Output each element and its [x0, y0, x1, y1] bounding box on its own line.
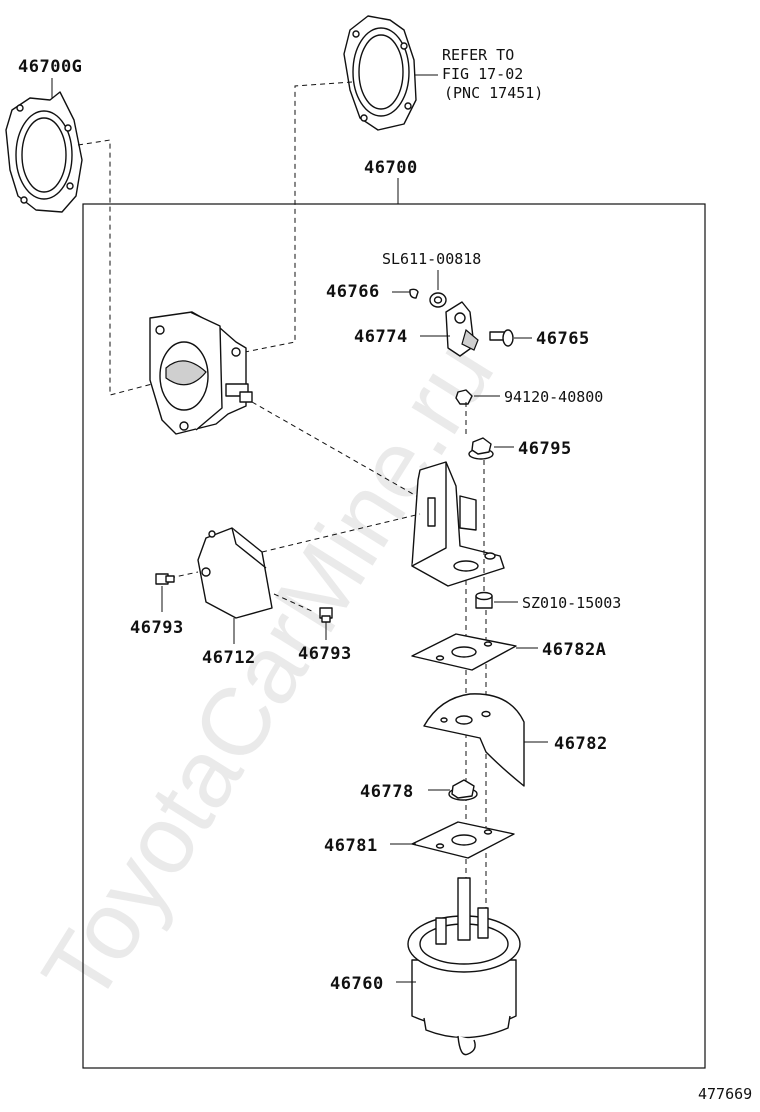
- label-sz010: SZ010-15003: [522, 594, 621, 612]
- actuator-46760: [407, 877, 521, 1056]
- valve-body: [149, 311, 253, 435]
- pin-46766: [409, 288, 419, 299]
- gasket-46700G: [5, 91, 83, 213]
- dash-46700G: [77, 139, 161, 396]
- diagram-id: 477669: [698, 1085, 752, 1103]
- cover-46712: [197, 527, 273, 619]
- label-46793-right: 46793: [298, 644, 352, 664]
- ref-line3: (PNC 17451): [444, 84, 543, 102]
- watermark-text: ToyotaCarMine.ru: [22, 322, 514, 1021]
- label-46700: 46700: [364, 158, 418, 178]
- label-46778: 46778: [360, 782, 414, 802]
- collar-sz010: [475, 591, 493, 609]
- ref-line2: FIG 17-02: [442, 65, 523, 83]
- nut-46795: [468, 437, 494, 460]
- label-46793-left: 46793: [130, 618, 184, 638]
- label-46781: 46781: [324, 836, 378, 856]
- nut-94120: [455, 389, 473, 405]
- label-46765: 46765: [536, 329, 590, 349]
- nut-46778: [448, 779, 478, 801]
- label-46795: 46795: [518, 439, 572, 459]
- assembly-frame: [82, 203, 706, 1069]
- label-sl611: SL611-00818: [382, 250, 481, 268]
- screw-46793-right: [319, 607, 333, 623]
- gasket-ref-17-02: [343, 15, 417, 131]
- insulator-46782: [423, 693, 525, 787]
- screw-46793-left: [155, 573, 175, 585]
- bracket: [411, 461, 505, 587]
- label-46760: 46760: [330, 974, 384, 994]
- label-46782: 46782: [554, 734, 608, 754]
- label-46766: 46766: [326, 282, 380, 302]
- label-94120: 94120-40800: [504, 388, 603, 406]
- bolt-46765: [489, 329, 514, 347]
- label-46782A: 46782A: [542, 640, 606, 660]
- dash-ref: [244, 81, 353, 353]
- lever-46774: [445, 301, 479, 357]
- label-46712: 46712: [202, 648, 256, 668]
- ref-line1: REFER TO: [442, 46, 514, 64]
- label-46774: 46774: [354, 327, 408, 347]
- gasket-46781: [411, 821, 515, 859]
- label-46700G: 46700G: [18, 57, 82, 77]
- gasket-46782A: [411, 633, 517, 671]
